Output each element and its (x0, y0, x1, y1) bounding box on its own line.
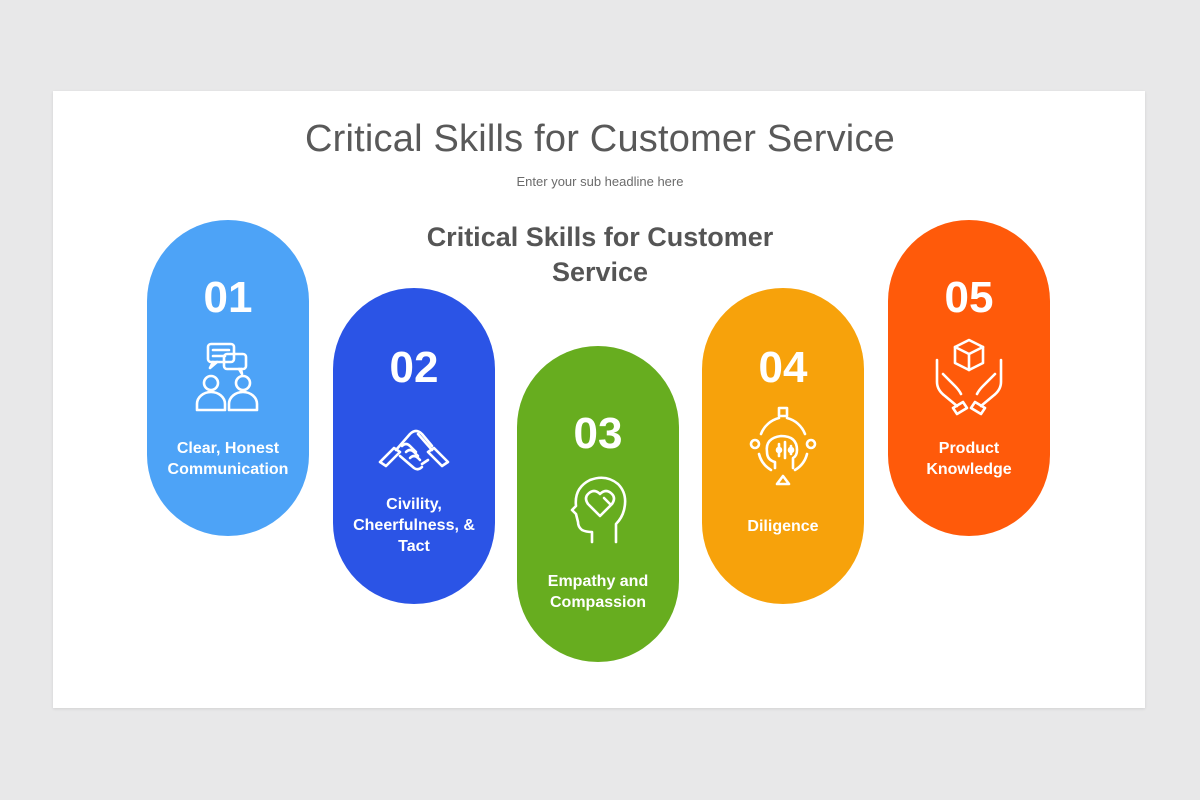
hands-box-icon (927, 334, 1011, 418)
skill-number: 01 (203, 273, 253, 322)
skill-label: Civility, Cheerfulness, & Tact (341, 494, 487, 557)
slide-subtitle: Enter your sub headline here (516, 174, 684, 189)
skill-label-line: Civility, (386, 496, 442, 513)
skill-card-03: 03 Empathy and Compassion (517, 346, 679, 662)
center-heading-line-2: Service (551, 257, 649, 287)
skill-label-line: Knowledge (926, 461, 1012, 478)
skill-card-02: 02 Civility, Cheerfulness, & Tact (333, 288, 495, 604)
skill-label: Empathy and Compassion (525, 571, 671, 613)
skill-label-line: Diligence (747, 518, 819, 535)
skill-label: Product Knowledge (896, 438, 1042, 480)
center-heading-line-1: Critical Skills for Customer (426, 222, 774, 252)
skill-label-line: Empathy and (547, 573, 649, 590)
skill-label: Diligence (710, 516, 856, 537)
skill-label-line: Compassion (549, 594, 646, 611)
skill-number: 04 (758, 343, 808, 392)
slide-title: Critical Skills for Customer Service (305, 118, 895, 160)
skill-label-line: Communication (167, 461, 289, 478)
mind-gears-icon (741, 404, 825, 488)
skill-label-line: Product (938, 440, 1000, 457)
handshake-icon (372, 406, 456, 490)
skill-label: Clear, Honest Communication (155, 438, 301, 480)
skill-card-01: 01 Clear, Honest Communication (147, 220, 309, 536)
skill-number: 05 (944, 273, 994, 322)
skill-label-line: Cheerfulness, & (353, 517, 475, 534)
head-heart-icon (556, 464, 640, 548)
skill-number: 02 (389, 343, 439, 392)
skill-card-04: 04 Diligence (702, 288, 864, 604)
skill-number: 03 (573, 409, 623, 458)
skill-label-line: Clear, Honest (176, 440, 280, 457)
center-heading: Critical Skills for Customer Service (405, 220, 795, 290)
skill-label-line: Tact (398, 538, 430, 555)
skill-card-05: 05 Product Knowledge (888, 220, 1050, 536)
chat-people-icon (186, 338, 270, 422)
